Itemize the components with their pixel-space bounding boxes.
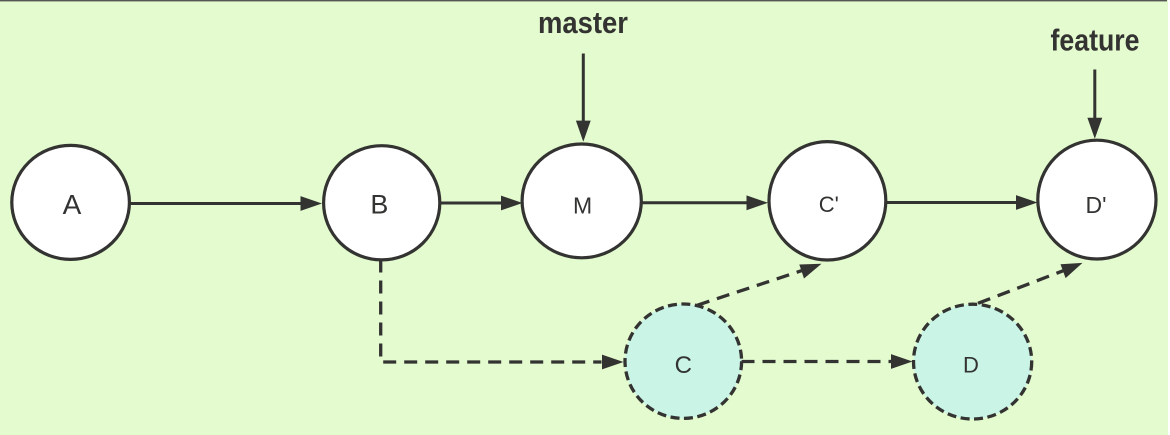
svg-text:B: B [370,190,388,220]
svg-text:D': D' [1085,192,1106,218]
svg-text:M: M [573,193,592,219]
svg-text:D: D [963,353,979,378]
svg-text:C': C' [819,192,839,217]
svg-text:master: master [538,5,628,40]
svg-text:A: A [63,189,82,220]
svg-text:C: C [675,352,692,379]
svg-text:feature: feature [1051,23,1140,58]
